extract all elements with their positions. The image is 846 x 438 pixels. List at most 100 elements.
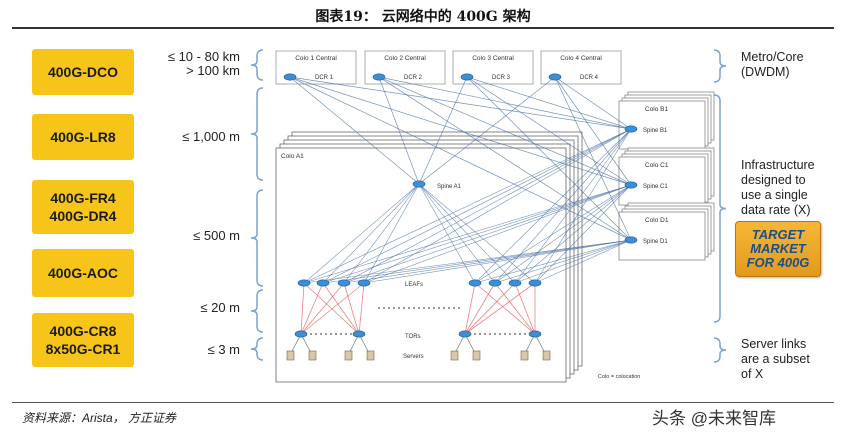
target-line: MARKET <box>750 241 806 256</box>
dcr-spine-link <box>378 76 632 130</box>
links <box>289 76 632 356</box>
left-brace-1 <box>250 87 264 181</box>
bottom-rule <box>12 402 834 403</box>
tor-switch-icon <box>458 330 472 338</box>
leaf-switch-icon <box>357 279 371 287</box>
label-line: data rate (X) <box>741 203 811 217</box>
server-icon <box>542 350 551 361</box>
target-line: TARGET <box>751 227 805 242</box>
label-line: designed to <box>741 173 806 187</box>
distance-line-2: > 100 km <box>186 63 240 78</box>
leaf-switch-icon <box>297 279 311 287</box>
dcr-label: DCR 1 <box>315 75 334 81</box>
spine-leaf-link <box>343 239 632 284</box>
leaf-tor-link <box>464 282 536 335</box>
spine-leaf-link <box>343 128 632 284</box>
spine-leaf-link <box>363 128 632 284</box>
distance-1000m: ≤ 1,000 m <box>182 129 240 144</box>
colo-side-frame <box>618 211 706 261</box>
server-icon <box>450 350 459 361</box>
dcr-router-icon <box>283 73 297 81</box>
leaf-switch-icon <box>508 279 522 287</box>
leaf-tor-link <box>474 282 536 335</box>
label-line: Infrastructure <box>741 158 815 172</box>
spine-leaf-link <box>418 183 536 284</box>
server-icon <box>520 350 529 361</box>
leaf-tor-link <box>300 282 345 335</box>
dcr-label: DCR 4 <box>580 75 599 81</box>
leaf-tor-link <box>514 282 536 335</box>
spine-switch-icon <box>412 180 426 188</box>
dcr-spine-link <box>554 76 632 241</box>
footnote-label: Colo = colocation <box>598 374 640 380</box>
leaf-tor-link <box>494 282 536 335</box>
spine-side-label: Spine B1 <box>643 128 668 134</box>
leaf-tor-link <box>464 282 516 335</box>
spine-leaf-link <box>494 239 632 284</box>
leafs-label: LEAFs <box>405 282 423 288</box>
dcr-spine-link <box>466 76 632 130</box>
colo-side-label: Colo B1 <box>645 106 669 113</box>
spine-leaf-link <box>418 183 496 284</box>
box-label: 400G-FR4 <box>50 190 116 206</box>
dcr-spine-link <box>418 76 468 185</box>
dcr-spine-link <box>554 76 632 130</box>
spine-leaf-link <box>303 184 632 284</box>
right-brace-0 <box>713 49 727 83</box>
colo-central-label: Colo 1 Central <box>295 55 337 62</box>
server-icon <box>308 350 317 361</box>
server-icon <box>344 350 353 361</box>
label-line: (DWDM) <box>741 65 790 79</box>
leaf-tor-link <box>464 282 476 335</box>
left-brace-2 <box>250 189 264 287</box>
dcr-spine-link <box>289 76 632 130</box>
spine-leaf-link <box>534 128 632 284</box>
target-market-badge: TARGET MARKET FOR 400G <box>735 221 821 277</box>
watermark: 头条 @未来智库 <box>652 409 776 428</box>
box-label-2: 400G-DR4 <box>49 208 117 224</box>
target-line: FOR 400G <box>746 255 810 270</box>
distance-500m: ≤ 500 m <box>193 228 240 243</box>
figure-title: 图表19： 云网络中的 400G 架构 <box>315 9 531 25</box>
spine-leaf-link <box>303 183 420 284</box>
dcr-spine-link <box>289 76 632 186</box>
leaf-tor-link <box>343 282 360 335</box>
spine-leaf-link <box>363 183 420 284</box>
leaf-switch-icon <box>488 279 502 287</box>
leaf-tor-link <box>300 282 305 335</box>
box-400g-lr8: 400G-LR8 <box>32 114 134 160</box>
spine-leaf-link <box>363 239 632 284</box>
box-400g-cr8: 400G-CR8 8x50G-CR1 <box>32 313 134 367</box>
spine-leaf-link <box>494 128 632 284</box>
source-note: 资料来源：Arista， 方正证券 <box>22 411 177 425</box>
server-icon <box>472 350 481 361</box>
spine-leaf-link <box>363 184 632 284</box>
box-label: 400G-AOC <box>47 265 119 281</box>
dcr-label: DCR 3 <box>492 75 511 81</box>
label-line: use a single <box>741 188 808 202</box>
colo-side-label: Colo D1 <box>645 217 669 224</box>
label-line: are a subset <box>741 352 810 366</box>
left-brace-3 <box>250 289 264 333</box>
colo-central-label: Colo 3 Central <box>472 55 514 62</box>
spine-leaf-link <box>534 184 632 284</box>
spine-side-label: Spine D1 <box>643 239 668 245</box>
colo-central-label: Colo 4 Central <box>560 55 602 62</box>
spine-side-label: Spine C1 <box>643 184 668 190</box>
spine-leaf-link <box>514 239 632 284</box>
leaf-switch-icon <box>337 279 351 287</box>
colo-a1-label: Colo A1 <box>281 153 304 160</box>
spine-switch-icon <box>624 236 638 244</box>
spine-switch-icon <box>624 181 638 189</box>
box-label: 400G-DCO <box>47 64 119 80</box>
box-400g-dco: 400G-DCO <box>32 49 134 95</box>
box-label-2: 8x50G-CR1 <box>45 341 121 357</box>
dcr-spine-link <box>378 76 632 186</box>
dcr-spine-link <box>466 76 632 186</box>
label-server-links: Server links are a subset of X <box>741 337 810 382</box>
dcr-spine-link <box>554 76 632 186</box>
distance-20m: ≤ 20 m <box>200 300 240 315</box>
colo-side-label: Colo C1 <box>645 162 669 169</box>
leaf-switch-icon <box>316 279 330 287</box>
